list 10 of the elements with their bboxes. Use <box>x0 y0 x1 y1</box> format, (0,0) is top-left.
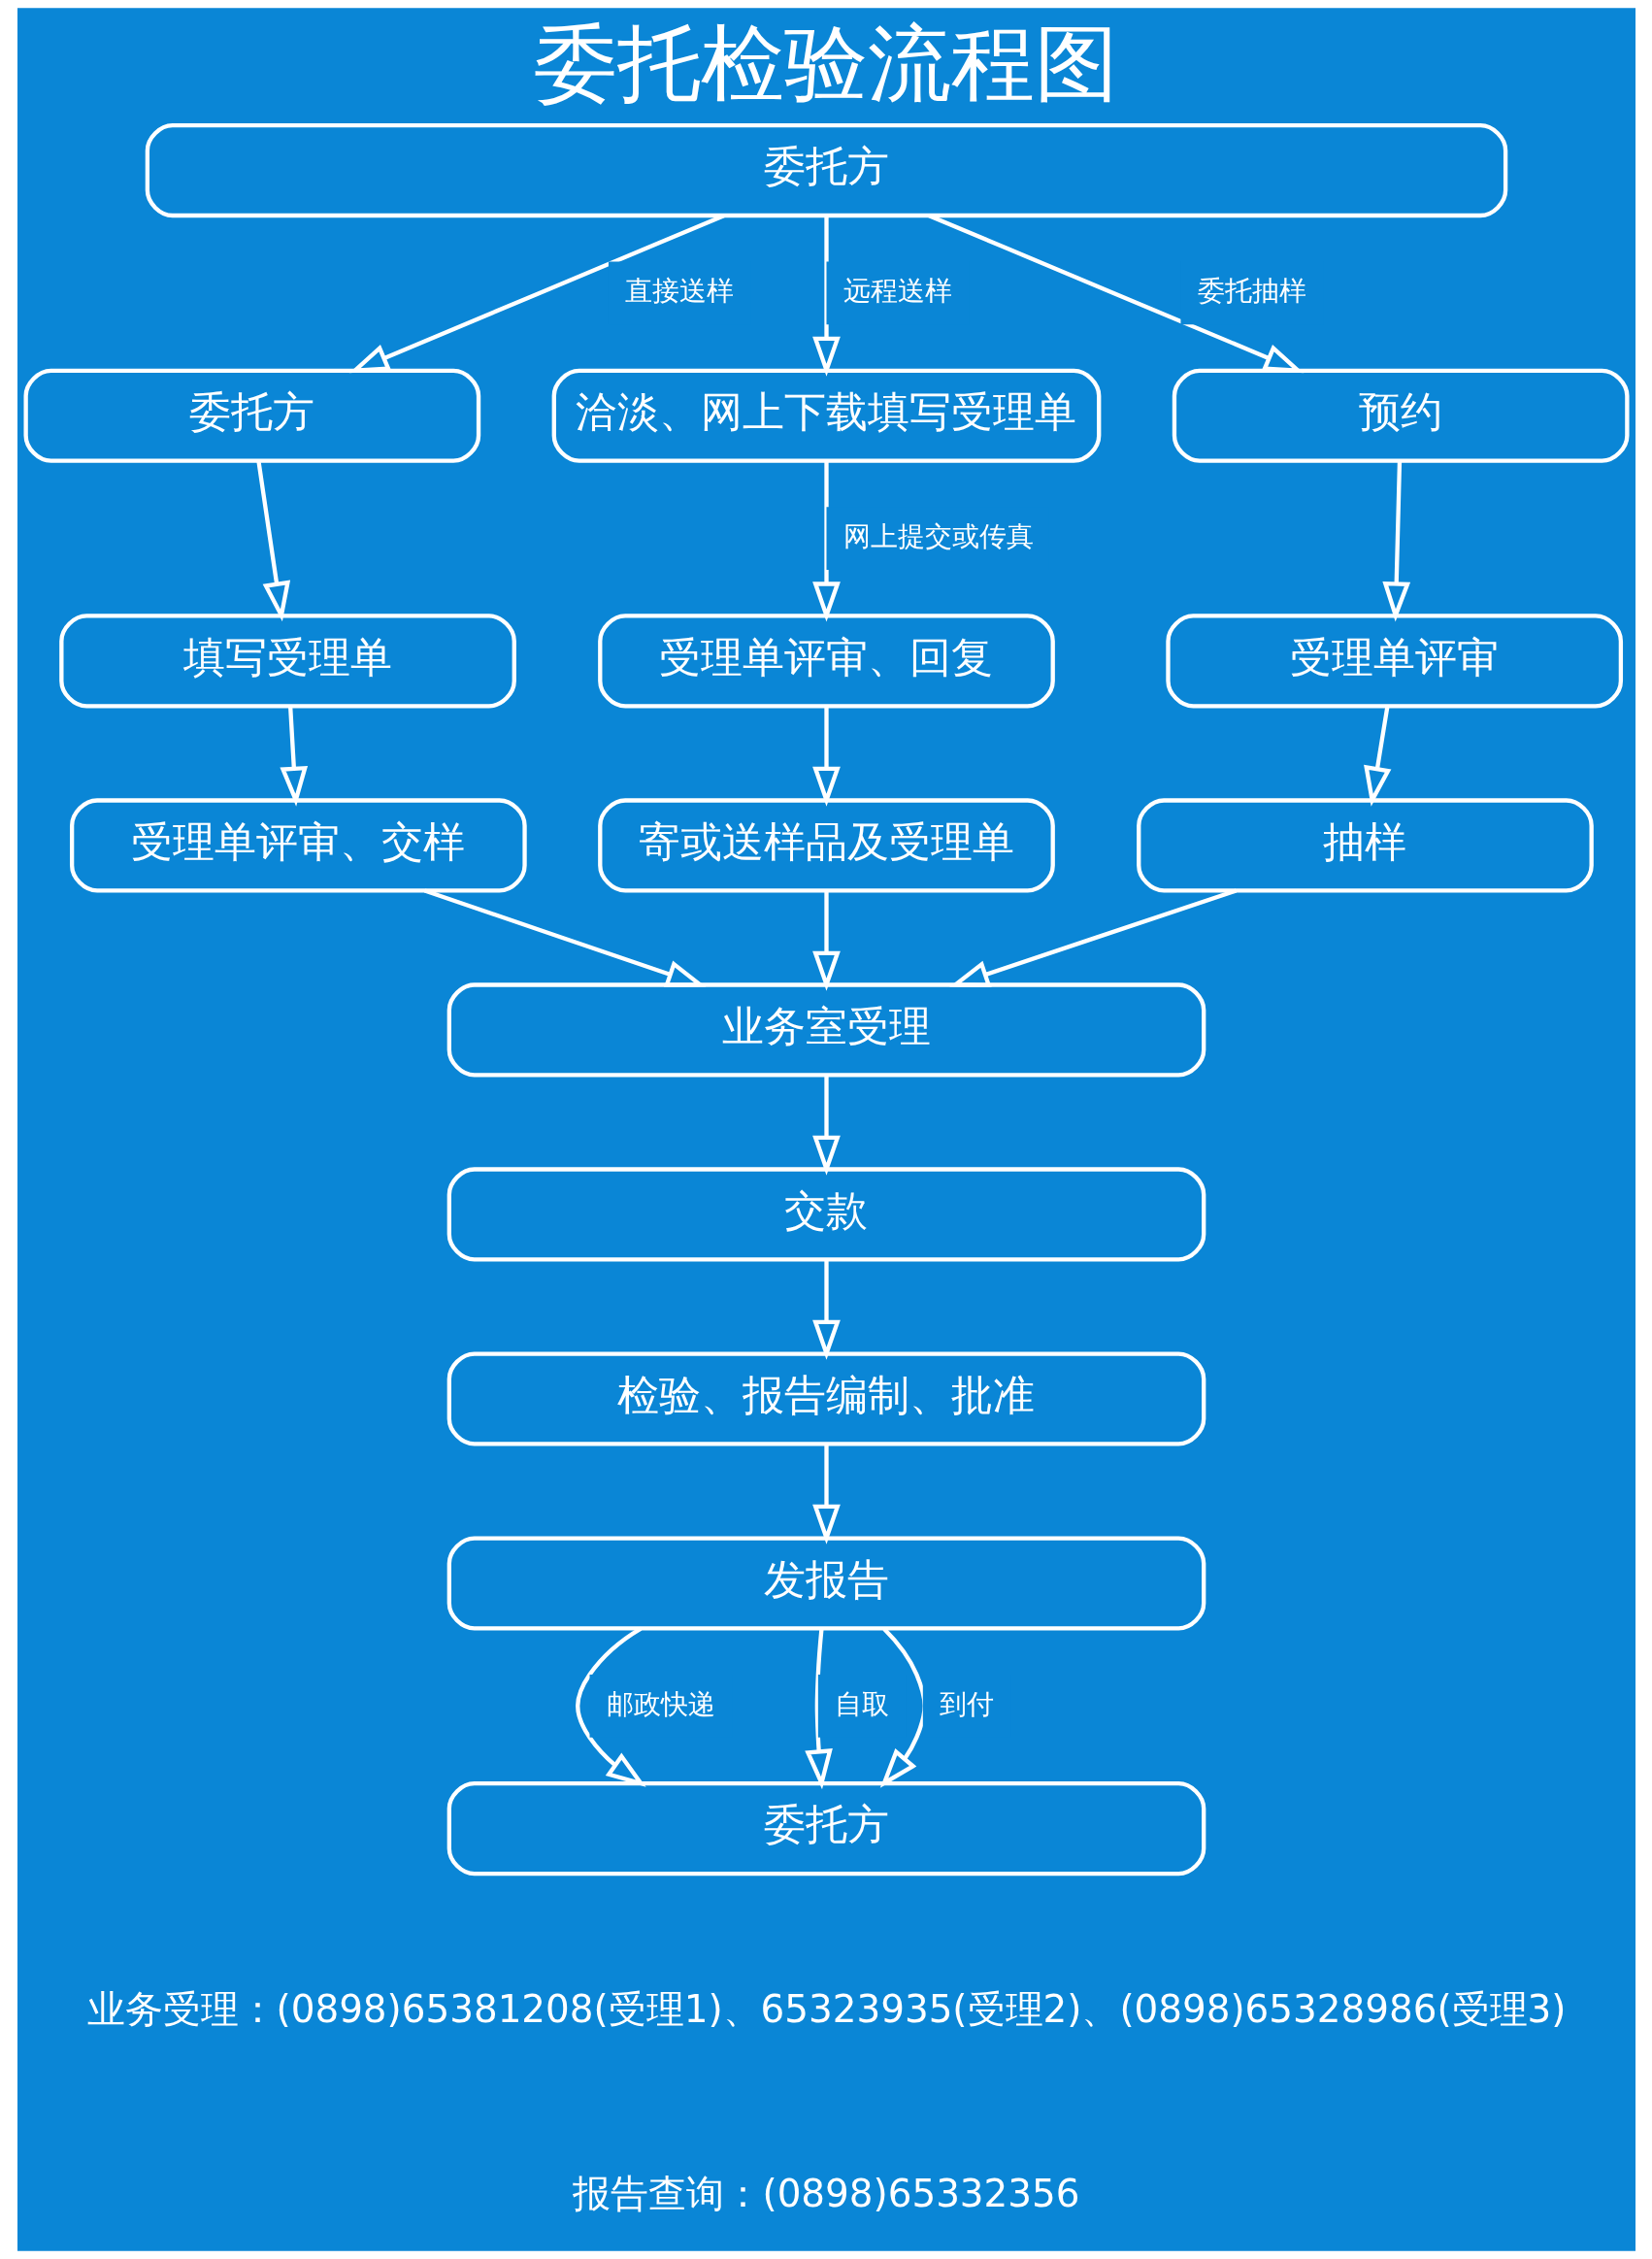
edge-label: 远程送样 <box>843 275 952 308</box>
edge-label: 委托抽样 <box>1197 275 1306 308</box>
label: 报告查询：(0898)65332356 <box>572 2172 1080 2216</box>
diagram-title: 委托检验流程图 <box>534 14 1118 112</box>
label: 业务受理：(0898)65381208(受理1)、65323935(受理2)、(0898)65328986(受理3) <box>86 1987 1566 2032</box>
edge-label: 自取 <box>834 1687 889 1720</box>
edge-label: 到付 <box>939 1687 994 1720</box>
edge-label: 邮政快递 <box>606 1687 715 1720</box>
edge-label: 网上提交或传真 <box>843 519 1034 552</box>
edge-label: 直接送样 <box>624 275 734 308</box>
